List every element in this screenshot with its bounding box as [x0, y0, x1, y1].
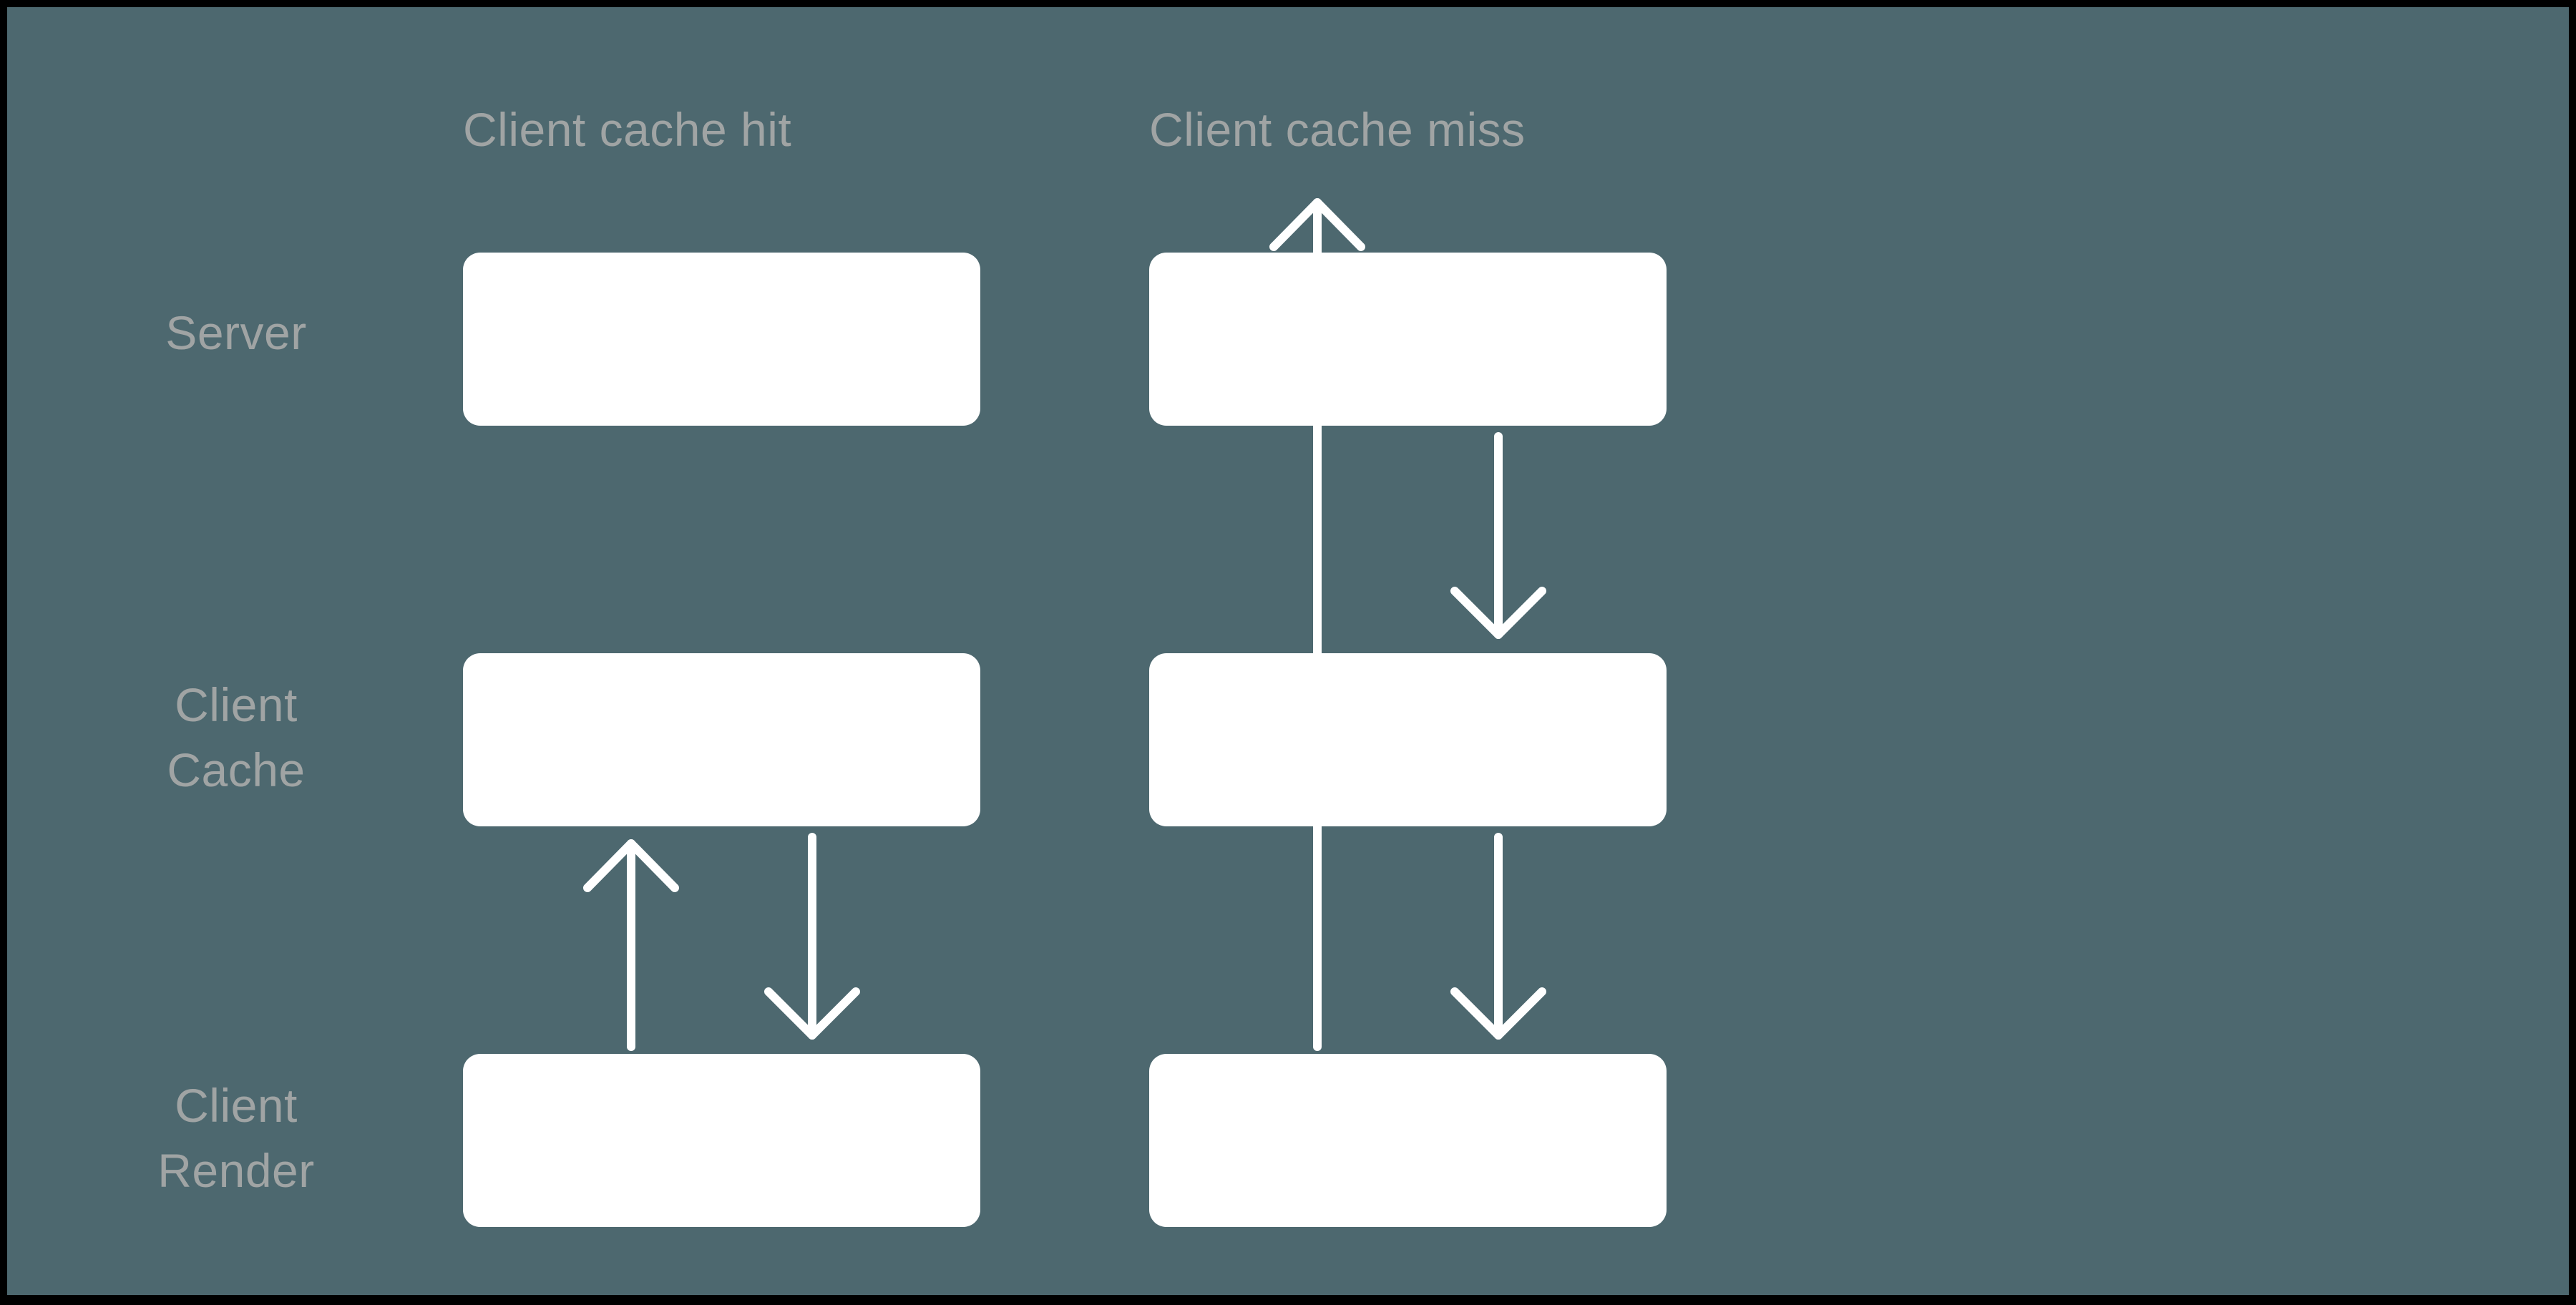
arrow-miss-cache-to-render	[1450, 833, 1546, 1040]
row-label-client-render: Client Render	[36, 1073, 436, 1203]
row-label-client-cache: Client Cache	[36, 673, 436, 803]
column-header-client-cache-hit: Client cache hit	[463, 103, 792, 156]
row-label-client-cache-line2: Cache	[167, 743, 306, 797]
node-client-render-miss[interactable]	[1149, 1054, 1667, 1227]
row-label-server: Server	[165, 306, 307, 359]
arrow-hit-cache-to-render	[764, 833, 860, 1040]
column-header-client-cache-miss: Client cache miss	[1149, 103, 1526, 156]
row-label-client-render-line2: Render	[157, 1144, 315, 1198]
node-client-cache-miss[interactable]	[1149, 653, 1667, 826]
node-server-hit[interactable]	[463, 253, 980, 426]
row-label-client-render-line1: Client	[175, 1079, 298, 1132]
diagram-background: Client cache hit Client cache miss Serve…	[7, 7, 2569, 1295]
row-label-client-cache-line1: Client	[175, 678, 298, 731]
arrow-miss-server-to-cache	[1450, 432, 1546, 639]
arrow-miss-render-to-server-head	[1269, 198, 1365, 251]
node-server-miss[interactable]	[1149, 253, 1667, 426]
node-client-render-hit[interactable]	[463, 1054, 980, 1227]
node-client-cache-hit[interactable]	[463, 653, 980, 826]
arrow-hit-render-to-cache	[583, 839, 679, 1051]
